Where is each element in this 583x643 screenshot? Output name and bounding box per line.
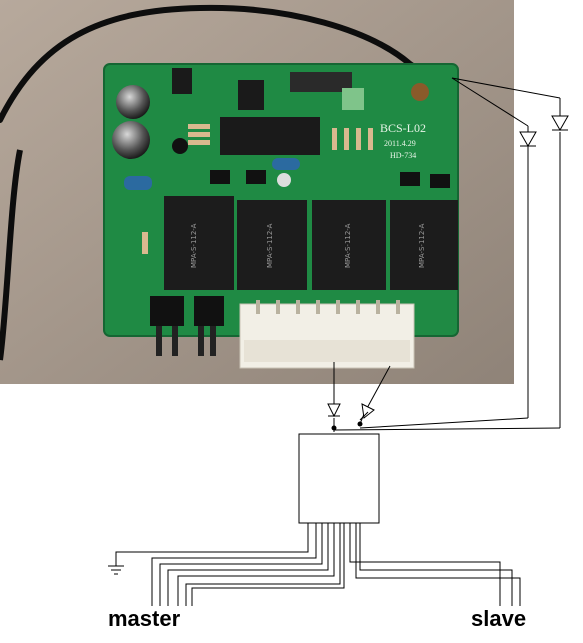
board-part: HD-734 (390, 151, 416, 160)
capacitor (116, 85, 150, 119)
ground-icon (108, 565, 124, 575)
diode-icon (359, 403, 375, 421)
diode-icon (327, 403, 341, 418)
resistor-bank (142, 124, 373, 254)
module-box (298, 433, 380, 524)
ic-main (220, 117, 320, 155)
svg-text:MPA-S-112-A: MPA-S-112-A (190, 223, 198, 268)
diode-icon (551, 115, 569, 132)
board-date: 2011.4.29 (384, 139, 416, 148)
svg-text:MPA-S-112-A: MPA-S-112-A (266, 223, 274, 268)
connector-block (239, 300, 415, 369)
relay (312, 200, 386, 290)
junction-dot (357, 421, 363, 427)
wiring (115, 77, 561, 606)
svg-text:MPA-S-112-A: MPA-S-112-A (418, 223, 426, 268)
junction-dot (331, 425, 337, 431)
svg-text:MPA-S-112-A: MPA-S-112-A (344, 223, 352, 268)
board-model: BCS-L02 (380, 121, 426, 135)
pcb-photo: BCS-L02 2011.4.29 HD-734 (0, 0, 514, 384)
relay-bank: MPA-S-112-A MPA-S-112-A MPA-S-112-A MPA-… (164, 196, 458, 290)
slave-label: slave (471, 606, 527, 631)
relay (390, 200, 458, 290)
diode-icon (519, 131, 537, 148)
relay (164, 196, 234, 290)
capacitor (112, 121, 150, 159)
master-label: master (108, 606, 181, 631)
pin-header (150, 296, 224, 356)
relay (237, 200, 307, 290)
ic-small (238, 80, 264, 110)
